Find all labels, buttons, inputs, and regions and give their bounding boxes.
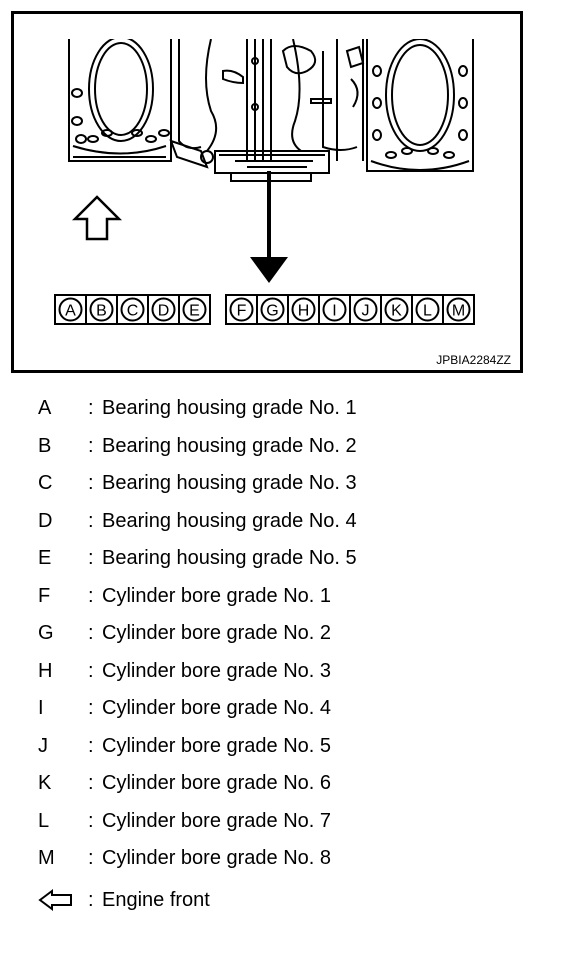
legend-item-k: K: Cylinder bore grade No. 6: [0, 768, 576, 798]
legend-description: Cylinder bore grade No. 3: [102, 659, 332, 682]
legend-item-c: C: Bearing housing grade No. 3: [0, 468, 576, 498]
legend-item-l: L: Cylinder bore grade No. 7: [0, 806, 576, 836]
legend-key: E: [38, 547, 52, 569]
svg-text:L: L: [423, 303, 432, 320]
legend-description: Bearing housing grade No. 4: [102, 509, 357, 532]
legend-key: J: [38, 734, 48, 757]
legend-item-i: I: Cylinder bore grade No. 4: [0, 693, 576, 723]
legend-item-j: J: Cylinder bore grade No. 5: [0, 731, 576, 761]
legend-description: Engine front: [102, 888, 210, 911]
legend-description: Bearing housing grade No. 3: [102, 472, 357, 494]
grade-mark-d: D: [147, 294, 180, 325]
bearing-housing-grade-marks: A B C D E: [54, 294, 211, 325]
figure-code: JPBIA2284ZZ: [436, 353, 511, 367]
svg-text:D: D: [158, 303, 170, 320]
legend-key: H: [38, 659, 53, 682]
legend-separator: :: [88, 434, 94, 457]
svg-text:A: A: [65, 303, 76, 320]
legend-item-m: M: Cylinder bore grade No. 8: [0, 843, 576, 873]
svg-text:F: F: [237, 303, 247, 320]
svg-text:G: G: [266, 303, 278, 320]
engine-block-diagram: A B C D E F G H I J K L M JPBIA2284ZZ: [11, 11, 523, 373]
legend-description: Bearing housing grade No. 5: [102, 547, 357, 569]
legend-key: F: [38, 584, 51, 607]
svg-text:B: B: [96, 303, 107, 320]
legend-item-g: G: Cylinder bore grade No. 2: [0, 618, 576, 648]
legend-description: Cylinder bore grade No. 2: [102, 622, 332, 644]
legend-key: L: [38, 809, 50, 832]
grade-mark-j: J: [349, 294, 382, 325]
grade-mark-e: E: [178, 294, 211, 325]
legend-separator: :: [88, 547, 94, 569]
svg-text:M: M: [452, 303, 465, 320]
grade-mark-a: A: [54, 294, 87, 325]
legend-description: Cylinder bore grade No. 7: [102, 809, 332, 832]
legend-description: Cylinder bore grade No. 6: [102, 772, 332, 794]
legend-key: D: [38, 509, 53, 532]
legend-separator: :: [88, 697, 94, 719]
cylinder-bore-grade-marks: F G H I J K L M: [225, 294, 475, 325]
legend-item-engine-front: : Engine front: [0, 885, 576, 915]
legend-separator: :: [88, 772, 94, 794]
grade-mark-l: L: [411, 294, 444, 325]
legend-separator: :: [88, 659, 94, 682]
grade-mark-h: H: [287, 294, 320, 325]
legend-description: Bearing housing grade No. 1: [102, 397, 357, 419]
engine-block-drawing: [68, 36, 474, 182]
grade-mark-b: B: [85, 294, 118, 325]
legend-separator: :: [88, 809, 94, 832]
engine-front-up-arrow-icon: [71, 195, 123, 241]
legend-separator: :: [88, 584, 94, 607]
legend-key: K: [38, 772, 52, 794]
legend-item-h: H: Cylinder bore grade No. 3: [0, 656, 576, 686]
legend-separator: :: [88, 847, 94, 869]
legend-description: Bearing housing grade No. 2: [102, 434, 357, 457]
svg-text:K: K: [391, 303, 402, 320]
svg-text:E: E: [189, 303, 200, 320]
svg-text:C: C: [127, 303, 139, 320]
svg-text:J: J: [362, 303, 370, 320]
legend-description: Cylinder bore grade No. 8: [102, 847, 332, 869]
grade-mark-g: G: [256, 294, 289, 325]
legend-item-a: A: Bearing housing grade No. 1: [0, 393, 576, 423]
grade-mark-c: C: [116, 294, 149, 325]
legend-separator: :: [88, 397, 94, 419]
indicator-arrow-icon: [250, 171, 288, 283]
grade-mark-i: I: [318, 294, 351, 325]
outline-arrow-left-icon: [38, 888, 74, 916]
legend-item-f: F: Cylinder bore grade No. 1: [0, 581, 576, 611]
legend-separator: :: [88, 622, 94, 644]
legend-key: I: [38, 697, 44, 719]
grade-mark-m: M: [442, 294, 475, 325]
legend-description: Cylinder bore grade No. 1: [102, 584, 332, 607]
legend-separator: :: [88, 888, 94, 911]
legend-item-e: E: Bearing housing grade No. 5: [0, 543, 576, 573]
legend-item-b: B: Bearing housing grade No. 2: [0, 431, 576, 461]
legend-description: Cylinder bore grade No. 4: [102, 697, 332, 719]
legend-separator: :: [88, 509, 94, 532]
legend-key: M: [38, 847, 55, 869]
grade-mark-f: F: [225, 294, 258, 325]
svg-text:I: I: [332, 303, 336, 320]
grade-mark-k: K: [380, 294, 413, 325]
legend-key: A: [38, 397, 52, 419]
legend-item-d: D: Bearing housing grade No. 4: [0, 506, 576, 536]
legend-key: C: [38, 472, 53, 494]
legend-description: Cylinder bore grade No. 5: [102, 734, 332, 757]
legend-separator: :: [88, 734, 94, 757]
legend-separator: :: [88, 472, 94, 494]
svg-text:H: H: [298, 303, 310, 320]
legend-key: B: [38, 434, 52, 457]
legend-key: G: [38, 622, 54, 644]
